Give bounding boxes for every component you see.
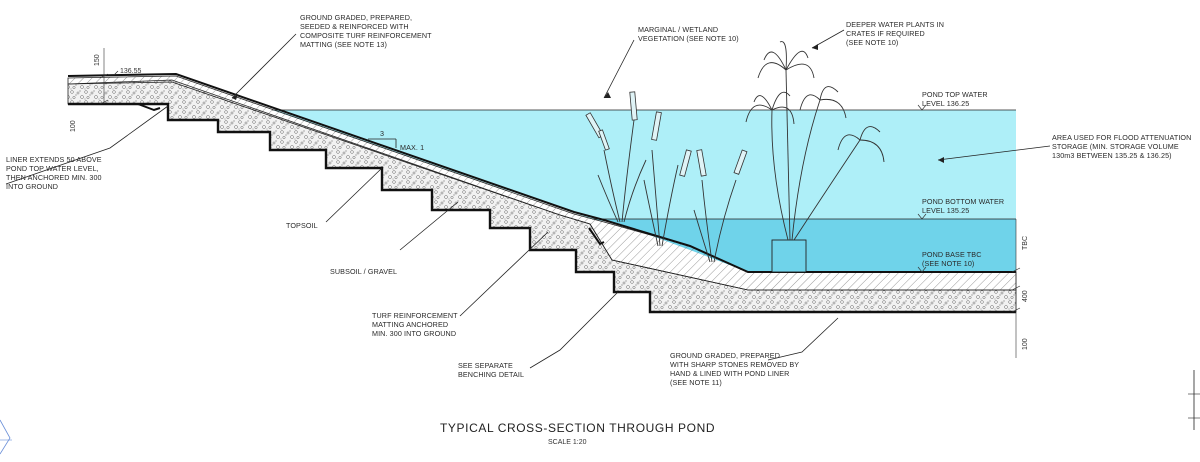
label-marginal-vegetation: MARGINAL / WETLAND VEGETATION (SEE NOTE … — [638, 25, 739, 43]
cad-marker-right — [1188, 370, 1200, 430]
label-ground-graded-base: GROUND GRADED, PREPARED WITH SHARP STONE… — [670, 351, 801, 387]
leader-lines — [5, 29, 1051, 369]
label-slope-run: 3 — [380, 129, 384, 138]
label-pond-top-water: POND TOP WATER LEVEL 136.25 — [922, 90, 990, 108]
slope-indicator — [368, 138, 397, 148]
label-deeper-water-plants: DEEPER WATER PLANTS IN CRATES IF REQUIRE… — [846, 20, 946, 47]
label-subsoil: SUBSOIL / GRAVEL — [330, 267, 397, 276]
dim-base-tbc: TBC — [1022, 236, 1029, 250]
left-dimension-line — [99, 48, 109, 105]
plant-crate — [771, 239, 807, 273]
dim-base-400: 400 — [1022, 290, 1029, 302]
dim-base-100: 100 — [1022, 338, 1029, 350]
label-topsoil: TOPSOIL — [286, 221, 318, 230]
ground-surface — [67, 72, 1016, 273]
drawing-scale: SCALE 1:20 — [548, 439, 587, 446]
liner-anchor — [137, 103, 161, 112]
cad-marker-left — [0, 419, 12, 455]
dim-subsoil-100: 100 — [70, 120, 77, 132]
bench-steps — [68, 102, 1016, 314]
label-liner: LINER EXTENDS 50 ABOVE POND TOP WATER LE… — [6, 155, 104, 191]
deeper-water-plant — [745, 41, 885, 273]
label-benching: SEE SEPARATE BENCHING DETAIL — [458, 361, 524, 379]
drawing-title: TYPICAL CROSS-SECTION THROUGH POND — [440, 421, 715, 435]
label-pond-bottom-water: POND BOTTOM WATER LEVEL 135.25 — [922, 197, 1006, 215]
dim-topsoil-150: 150 — [94, 54, 101, 66]
label-slope-max: MAX. 1 — [400, 143, 424, 152]
label-ground-graded-top: GROUND GRADED, PREPARED, SEEDED & REINFO… — [300, 13, 434, 49]
level-markers — [917, 104, 927, 273]
label-turf-matting: TURF REINFORCEMENT MATTING ANCHORED MIN.… — [372, 311, 460, 338]
label-flood-attenuation: AREA USED FOR FLOOD ATTENUATION STORAGE … — [1052, 133, 1194, 160]
label-pond-base: POND BASE TBC (SEE NOTE 10) — [922, 250, 984, 268]
dim-level-136-55: 136.55 — [120, 68, 142, 75]
marginal-reeds — [585, 91, 748, 263]
liner-anchor-low — [588, 227, 605, 246]
base-dimension-line — [1011, 219, 1021, 358]
